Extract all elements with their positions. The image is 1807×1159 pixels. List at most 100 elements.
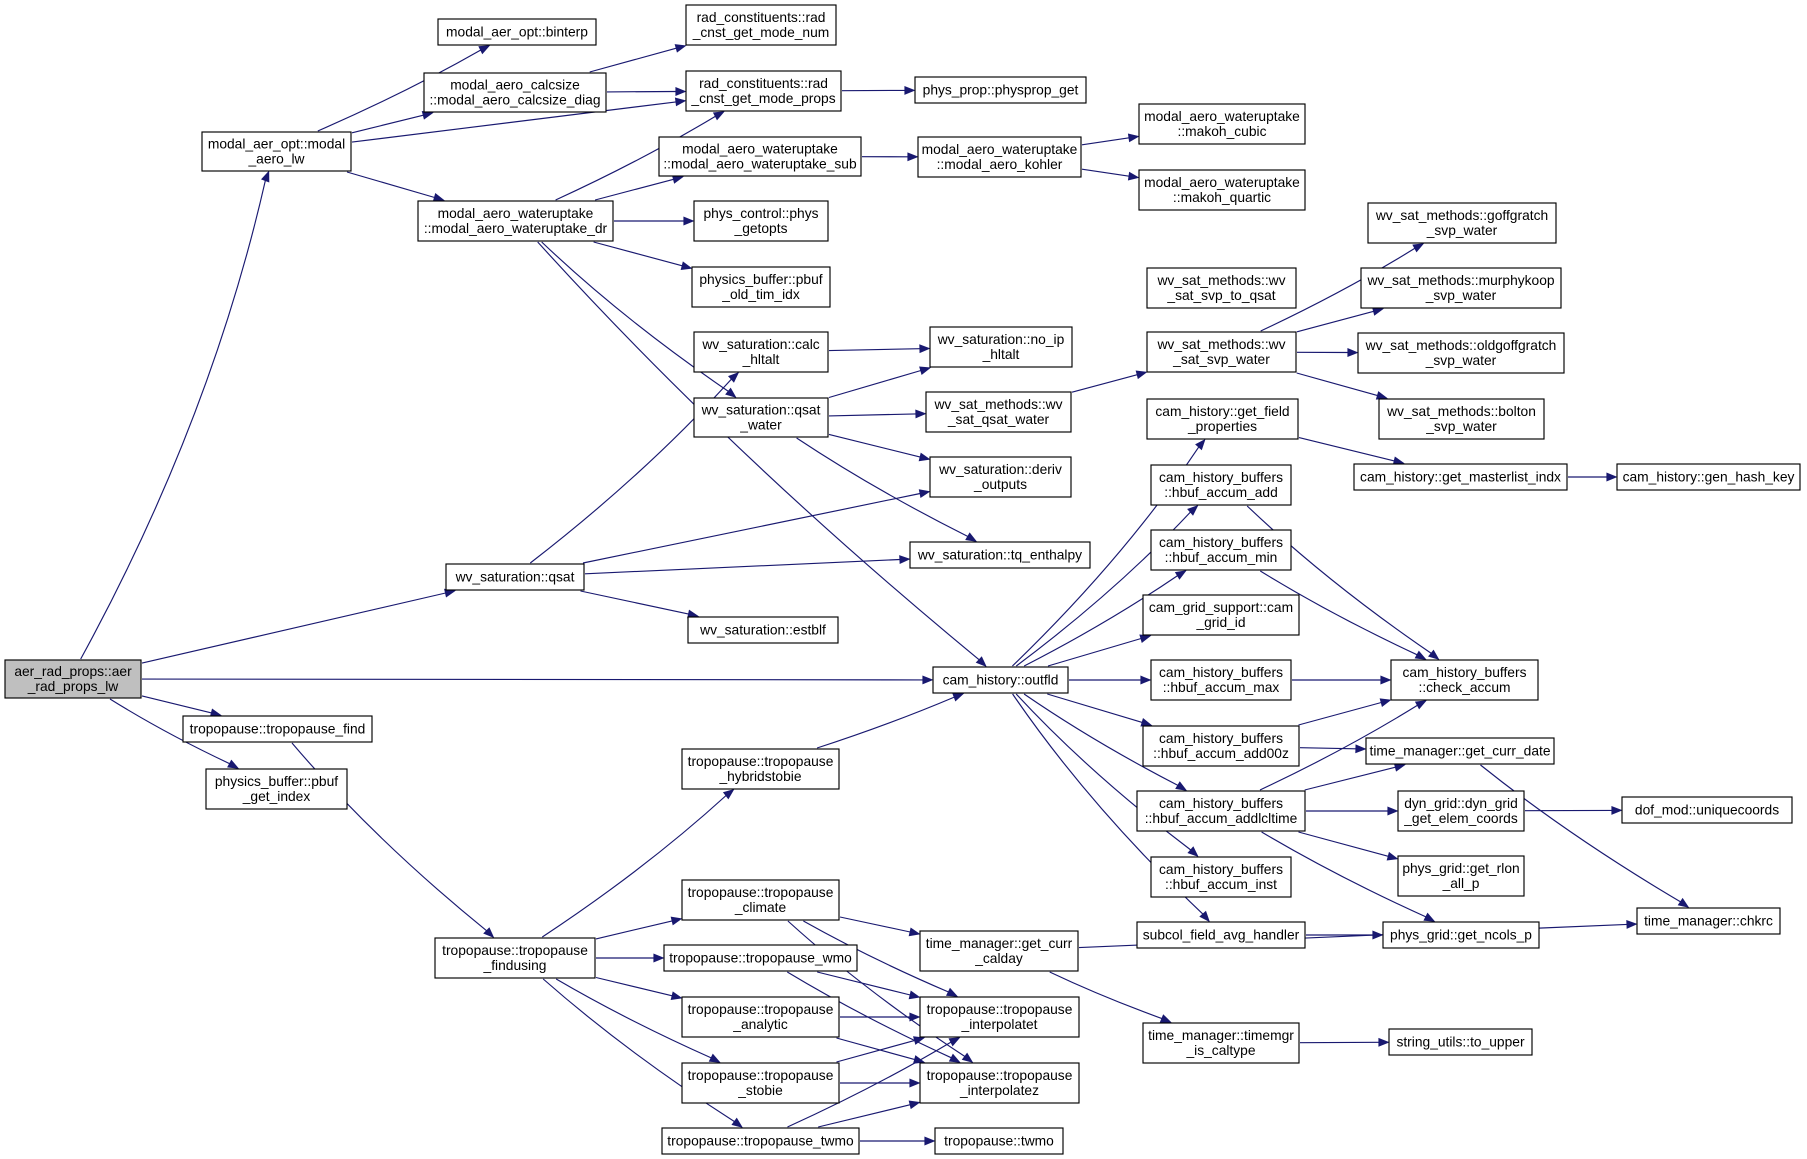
function-node[interactable]: wv_saturation::qsat_water	[693, 397, 829, 438]
function-node[interactable]: wv_saturation::no_ip_hltalt	[929, 326, 1073, 368]
function-node[interactable]: wv_saturation::deriv_outputs	[929, 456, 1072, 498]
function-node-label: tropopause::tropopause_find	[190, 722, 366, 737]
function-node-label: _get_index	[242, 789, 311, 804]
function-node[interactable]: cam_history_buffers::hbuf_accum_max	[1150, 659, 1292, 701]
function-node[interactable]: wv_sat_methods::goffgratch_svp_water	[1367, 202, 1557, 244]
function-node[interactable]: tropopause::twmo	[934, 1127, 1064, 1155]
function-node[interactable]: cam_history::get_masterlist_indx	[1353, 463, 1568, 491]
function-node[interactable]: modal_aer_opt::binterp	[437, 18, 597, 46]
function-node[interactable]: modal_aero_wateruptake::modal_aero_kohle…	[917, 136, 1082, 178]
function-node[interactable]: wv_sat_methods::wv_sat_svp_to_qsat	[1146, 267, 1297, 309]
call-edge-n0-n25	[141, 588, 456, 664]
function-node-label: _svp_water	[1426, 223, 1498, 238]
function-node[interactable]: wv_sat_methods::murphykoop_svp_water	[1360, 267, 1562, 309]
function-node[interactable]: cam_grid_support::cam_grid_id	[1142, 594, 1300, 636]
call-edge-n51-n56	[839, 916, 921, 937]
function-node[interactable]: modal_aero_wateruptake::modal_aero_water…	[658, 136, 862, 177]
function-node[interactable]: cam_history_buffers::hbuf_accum_add00z	[1142, 725, 1300, 767]
function-node[interactable]: phys_grid::get_ncols_p	[1382, 921, 1540, 949]
function-node[interactable]: string_utils::to_upper	[1388, 1028, 1533, 1056]
function-node-label: ::hbuf_accum_add00z	[1153, 746, 1289, 761]
function-node[interactable]: phys_control::phys_getopts	[693, 200, 829, 242]
function-node[interactable]: wv_saturation::tq_enthalpy	[909, 541, 1091, 569]
function-node[interactable]: time_manager::get_curr_calday	[919, 930, 1079, 972]
function-node-label: dyn_grid::dyn_grid	[1404, 796, 1518, 811]
call-edge-n9-n10	[1081, 133, 1140, 146]
function-node[interactable]: modal_aero_calcsize::modal_aero_calcsize…	[423, 72, 607, 113]
function-node[interactable]: wv_saturation::qsat	[445, 563, 585, 591]
function-node[interactable]: aer_rad_props::aer_rad_props_lw	[4, 659, 142, 699]
call-edge-n56-n60	[1049, 971, 1172, 1023]
function-node[interactable]: modal_aero_wateruptake::makoh_cubic	[1138, 103, 1306, 145]
function-node[interactable]: wv_saturation::calc_hltalt	[693, 331, 829, 373]
function-node[interactable]: tropopause::tropopause_wmo	[663, 944, 858, 972]
call-edge-n34-n43	[1015, 693, 1199, 858]
function-node[interactable]: tropopause::tropopause_stobie	[681, 1062, 840, 1104]
function-node-label: ::makoh_quartic	[1173, 190, 1271, 205]
function-node[interactable]: tropopause::tropopause_climate	[681, 879, 840, 921]
function-node[interactable]: time_manager::chkrc	[1636, 907, 1781, 935]
function-node[interactable]: physics_buffer::pbuf_old_tim_idx	[691, 266, 831, 308]
function-node[interactable]: tropopause::tropopause_interpolatez	[919, 1062, 1080, 1104]
function-node[interactable]: wv_saturation::estblf	[687, 616, 839, 644]
function-node-label: wv_sat_methods::goffgratch	[1375, 208, 1548, 223]
function-node-label: _calday	[974, 951, 1023, 966]
function-node[interactable]: wv_sat_methods::wv_sat_qsat_water	[925, 391, 1072, 433]
call-edge-n7-n5	[555, 111, 725, 201]
call-edge-n0-n34	[141, 675, 934, 685]
function-node[interactable]: tropopause::tropopause_interpolatet	[919, 996, 1080, 1038]
function-node[interactable]: cam_history_buffers::hbuf_accum_addlclti…	[1136, 790, 1306, 832]
function-node-label: phys_control::phys	[703, 206, 818, 221]
function-node[interactable]: modal_aero_wateruptake::modal_aero_water…	[417, 200, 614, 242]
function-node[interactable]: dyn_grid::dyn_grid_get_elem_coords	[1397, 790, 1525, 832]
function-node-label: time_manager::timemgr	[1148, 1028, 1294, 1043]
function-node[interactable]: tropopause::tropopause_hybridstobie	[681, 748, 840, 790]
call-edge-n16-n26	[796, 437, 978, 542]
function-node-label: cam_history_buffers	[1159, 470, 1283, 485]
function-node-label: cam_history::get_field	[1155, 404, 1289, 419]
function-node[interactable]: wv_sat_methods::bolton_svp_water	[1378, 398, 1545, 440]
function-node-label: ::modal_aero_kohler	[937, 157, 1063, 172]
call-edge-n47-n50	[291, 742, 495, 939]
function-node[interactable]: dof_mod::uniquecoords	[1621, 796, 1793, 824]
function-node-label: modal_aero_wateruptake	[438, 206, 594, 221]
function-node[interactable]: time_manager::get_curr_date	[1365, 737, 1555, 765]
function-node[interactable]: cam_history_buffers::hbuf_accum_inst	[1150, 856, 1292, 898]
function-node-label: wv_sat_methods::wv	[933, 397, 1062, 412]
function-node[interactable]: cam_history::gen_hash_key	[1616, 463, 1801, 491]
function-node-label: _hltalt	[982, 347, 1020, 362]
function-node[interactable]: rad_constituents::rad_cnst_get_mode_prop…	[685, 70, 842, 112]
function-node-label: wv_saturation::deriv	[938, 462, 1062, 477]
function-node[interactable]: modal_aero_wateruptake::makoh_quartic	[1138, 169, 1306, 211]
call-edge-n51-n58	[787, 920, 974, 1063]
function-node[interactable]: tropopause::tropopause_find	[182, 715, 373, 743]
function-node[interactable]: tropopause::tropopause_findusing	[434, 937, 596, 979]
function-node[interactable]: time_manager::timemgr_is_caltype	[1142, 1022, 1300, 1064]
function-node[interactable]: cam_history_buffers::hbuf_accum_add	[1150, 464, 1292, 506]
function-node[interactable]: physics_buffer::pbuf_get_index	[205, 768, 348, 810]
call-edge-n0-n1	[80, 170, 270, 660]
function-node-label: ::hbuf_accum_add	[1164, 485, 1278, 500]
function-node-label: tropopause::tropopause	[688, 1002, 834, 1017]
function-node[interactable]: tropopause::tropopause_analytic	[681, 996, 840, 1038]
function-node-label: _svp_water	[1425, 419, 1497, 434]
function-node[interactable]: wv_sat_methods::wv_sat_svp_water	[1146, 331, 1297, 373]
function-node[interactable]: wv_sat_methods::oldgoffgratch_svp_water	[1357, 332, 1565, 374]
function-node-label: string_utils::to_upper	[1396, 1035, 1524, 1050]
function-node-label: ::check_accum	[1418, 680, 1510, 695]
call-edge-n32-n36	[1259, 570, 1427, 660]
function-node[interactable]: cam_history_buffers::hbuf_accum_min	[1150, 529, 1292, 571]
function-node[interactable]: cam_history_buffers::check_accum	[1390, 659, 1539, 701]
function-node-label: _grid_id	[1195, 615, 1245, 630]
function-node[interactable]: cam_history::outfld	[932, 666, 1069, 694]
function-node[interactable]: tropopause::tropopause_twmo	[661, 1127, 860, 1155]
function-node[interactable]: phys_grid::get_rlon_all_p	[1397, 855, 1525, 897]
function-node[interactable]: modal_aer_opt::modal_aero_lw	[201, 131, 352, 172]
function-node-label: tropopause::tropopause	[688, 1068, 834, 1083]
function-node[interactable]: phys_prop::physprop_get	[914, 76, 1087, 104]
function-node[interactable]: cam_history::get_field_properties	[1146, 398, 1299, 440]
function-node[interactable]: rad_constituents::rad_cnst_get_mode_num	[685, 4, 837, 46]
call-edge-n40-n41	[1524, 805, 1623, 815]
function-node[interactable]: subcol_field_avg_handler	[1136, 921, 1306, 949]
call-edge-n19-n21	[1296, 307, 1384, 333]
